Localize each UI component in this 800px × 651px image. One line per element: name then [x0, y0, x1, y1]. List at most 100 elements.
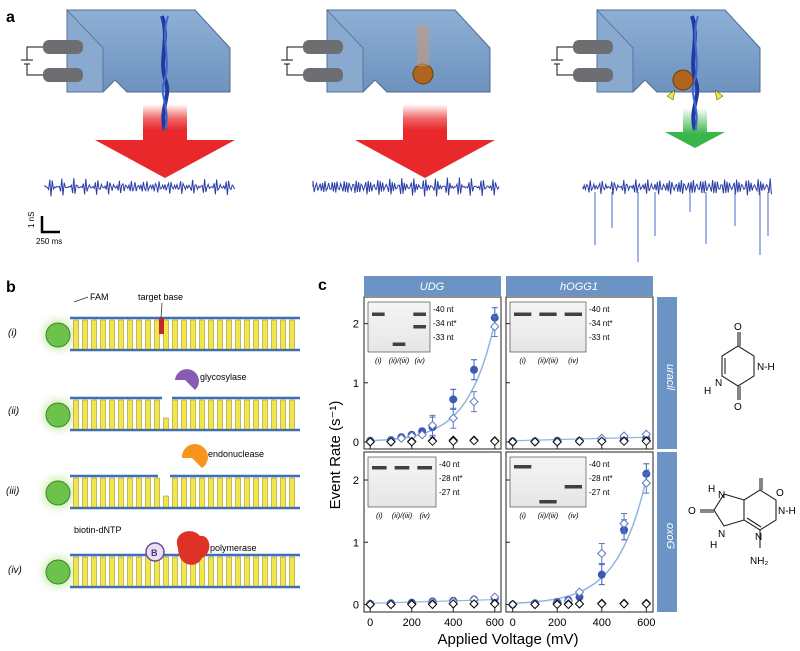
- gel-lane-label: (iv): [568, 356, 579, 365]
- gel-inset-3: (i)(ii)/(iii)(iv)-40 nt-28 nt*-27 nt: [367, 456, 463, 520]
- trace-3: [582, 178, 772, 196]
- gel-image: [509, 301, 587, 353]
- gel-size-marker: -40 nt: [439, 460, 460, 469]
- row-header-oxog-bg: [657, 452, 677, 612]
- x-tick-label: 0: [367, 617, 373, 629]
- oxog-n-top: N: [718, 490, 725, 501]
- y-tick-label: 1: [353, 378, 359, 390]
- gel-size-marker: -33 nt: [589, 333, 610, 342]
- base-pair: [109, 556, 115, 587]
- base-pair: [82, 556, 88, 587]
- oxog-h-top: H: [708, 484, 715, 495]
- base-pair: [145, 556, 151, 587]
- x-tick-label: 200: [403, 617, 421, 629]
- base-pair: [154, 477, 160, 508]
- gel-lane-label: (ii)/(iii): [538, 356, 559, 365]
- oxog-six-ring: [743, 489, 777, 531]
- oxog-o-left: O: [688, 506, 696, 517]
- trace-1: [44, 178, 236, 197]
- data-point: [619, 436, 629, 447]
- gel-band: [392, 342, 406, 346]
- x-tick-label: 600: [637, 617, 655, 629]
- data-point: [574, 436, 585, 447]
- base-pair: [244, 477, 250, 508]
- gel-band: [372, 312, 385, 316]
- biotin-badge: [145, 542, 165, 562]
- uracil-ring: [721, 345, 755, 387]
- gel-size-marker: -34 nt*: [433, 319, 457, 328]
- data-point: [641, 478, 652, 488]
- fam-dye: [45, 402, 71, 428]
- data-point: [619, 599, 629, 609]
- y-tick-label: 1: [353, 537, 359, 549]
- nanopore-1: [21, 8, 235, 178]
- base-pair: [91, 399, 97, 430]
- base-pair: [208, 556, 214, 587]
- electrode-top: [573, 40, 613, 54]
- base-pair: [172, 319, 178, 350]
- base-pair: [262, 319, 268, 350]
- gel-inset-2: (i)(ii)/(iii)(iv)-40 nt-34 nt*-33 nt: [509, 301, 613, 365]
- panel-c-label: c: [318, 277, 327, 294]
- polymerase-label: polymerase: [210, 543, 257, 553]
- base-pair: [244, 399, 250, 430]
- data-point: [386, 437, 396, 447]
- base-pair: [235, 319, 241, 350]
- scale-bar: 1 nS 250 ms: [27, 212, 62, 246]
- data-point: [490, 321, 500, 332]
- base-pair: [190, 477, 196, 508]
- arrow-green: [665, 132, 725, 148]
- nanopore-3: [551, 8, 761, 148]
- endonuclease-icon: [181, 444, 208, 468]
- gel-band: [372, 466, 387, 470]
- trace-2: [312, 177, 500, 197]
- base-pair: [118, 399, 124, 430]
- base-pair: [199, 477, 205, 508]
- data-point: [407, 437, 417, 447]
- data-point: [469, 396, 479, 407]
- circuit-wire: [551, 46, 573, 76]
- base-pair: [280, 556, 286, 587]
- oxog-n-bottom: N: [718, 529, 725, 540]
- electrode-bottom: [303, 68, 343, 82]
- data-point: [552, 437, 562, 447]
- base-pair: [109, 399, 115, 430]
- y-tick-label: 2: [353, 319, 359, 331]
- base-pair: [73, 477, 79, 508]
- base-pair: [235, 556, 241, 587]
- gel-lane-label: (iv): [414, 356, 425, 365]
- base-pair: [217, 399, 223, 430]
- base-pair: [271, 556, 277, 587]
- dna-strand-2: [161, 15, 169, 131]
- circuit-wire: [21, 46, 43, 76]
- base-pair: [262, 399, 268, 430]
- arrow-red: [95, 128, 235, 178]
- col-header-hogg1: hOGG1: [560, 281, 598, 293]
- data-point: [448, 599, 458, 609]
- oxog-nh: N-H: [778, 506, 796, 517]
- y-axis-title: Event Rate (s⁻¹): [327, 401, 344, 510]
- x-tick-label: 200: [548, 617, 566, 629]
- gel-size-marker: -27 nt: [439, 488, 460, 497]
- target-base-label: target base: [138, 292, 183, 302]
- base-pair: [181, 477, 187, 508]
- gel-band: [514, 312, 532, 316]
- gel-lane-label: (ii)/(iii): [392, 511, 413, 520]
- base-pair: [190, 399, 196, 430]
- x-tick-label: 600: [486, 617, 504, 629]
- uracil-nh: N-H: [757, 362, 775, 373]
- uracil-n: N: [715, 378, 722, 389]
- arrow-yellow-left: [666, 89, 676, 101]
- base-pair: [235, 477, 241, 508]
- base-pair: [181, 399, 187, 430]
- electrode-bottom: [43, 68, 83, 82]
- oxog-structure: [700, 478, 777, 548]
- data-point: [448, 436, 458, 447]
- row-header-oxog: oxoG: [664, 523, 676, 550]
- base-pair: [253, 477, 259, 508]
- panel-a-label: a: [6, 9, 15, 26]
- base-pair: [109, 477, 115, 508]
- data-point: [574, 587, 585, 597]
- base-pair: [226, 399, 232, 430]
- data-point: [427, 599, 438, 610]
